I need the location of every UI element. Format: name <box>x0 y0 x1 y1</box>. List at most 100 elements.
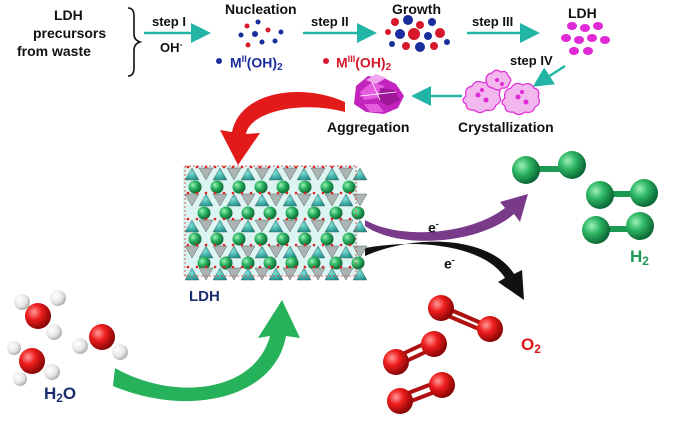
interlayer-anion <box>263 256 277 270</box>
oxygen-site <box>195 243 199 247</box>
precursors-label-line3: from waste <box>17 43 91 59</box>
interlayer-anion <box>276 232 290 246</box>
oxygen-site <box>321 243 325 247</box>
oxygen-site <box>258 265 262 269</box>
oxygen-site <box>213 265 217 269</box>
oxygen-site <box>330 265 334 269</box>
interlayer-anion <box>188 180 202 194</box>
oxygen-site <box>285 243 289 247</box>
octahedron <box>338 167 354 181</box>
interlayer-anion <box>210 232 224 246</box>
o2-molecule <box>428 295 503 342</box>
octahedron <box>184 167 200 181</box>
m3-hydroxide-label: MIII(OH)2 <box>336 54 392 73</box>
oxygen-site <box>258 217 262 221</box>
octahedron <box>310 167 326 181</box>
oxygen-site <box>213 217 217 221</box>
interlayer-anion <box>307 256 321 270</box>
oxygen-site <box>267 243 271 247</box>
octahedron <box>352 167 368 181</box>
oxygen-site <box>267 191 271 195</box>
interlayer-anion <box>329 206 343 220</box>
oxygen-site <box>330 243 334 247</box>
interlayer-anion <box>307 206 321 220</box>
precursors-label-line2: precursors <box>33 25 107 41</box>
oxygen-site <box>294 165 298 169</box>
octahedron <box>212 267 228 281</box>
octahedron <box>296 167 312 181</box>
oxygen-site <box>348 217 352 221</box>
oxygen-site <box>348 265 352 269</box>
oxygen-site <box>231 243 235 247</box>
octahedron <box>184 267 200 281</box>
octahedron <box>226 267 242 281</box>
oxygen-site <box>312 243 316 247</box>
oxygen-site <box>276 191 280 195</box>
nucleation-particles <box>238 19 284 48</box>
oxygen-site <box>186 191 190 195</box>
octahedron <box>352 245 368 259</box>
ldh-crystal-structure <box>183 165 368 281</box>
octahedron <box>268 193 284 207</box>
octahedron <box>296 193 312 207</box>
oxygen-site <box>348 191 352 195</box>
oxygen-site <box>276 217 280 221</box>
oxygen-site <box>231 191 235 195</box>
octahedron <box>352 267 368 281</box>
oxygen-site <box>258 191 262 195</box>
octahedron <box>212 219 228 233</box>
octahedron <box>240 193 256 207</box>
octahedron <box>226 245 242 259</box>
oxygen-site <box>321 217 325 221</box>
octahedron <box>268 267 284 281</box>
step-2-label: step II <box>311 14 349 29</box>
red-curved-arrow <box>220 92 345 165</box>
oxygen-site <box>258 243 262 247</box>
h2-molecule <box>512 151 586 184</box>
ldh-plates <box>561 22 610 55</box>
oxygen-site <box>222 265 226 269</box>
octahedron <box>254 245 270 259</box>
oxygen-site <box>303 217 307 221</box>
interlayer-anion <box>320 180 334 194</box>
oxygen-site <box>276 243 280 247</box>
oxygen-site <box>249 265 253 269</box>
octahedron <box>240 267 256 281</box>
oxygen-site <box>222 165 226 169</box>
o2-label: O2 <box>521 335 541 356</box>
octahedron <box>338 267 354 281</box>
growth-label: Growth <box>392 1 441 17</box>
interlayer-anion <box>232 180 246 194</box>
oxygen-site <box>231 217 235 221</box>
ldh-label: LDH <box>189 288 220 305</box>
octahedron <box>254 167 270 181</box>
oxygen-site <box>213 191 217 195</box>
octahedron <box>240 167 256 181</box>
octahedron <box>324 219 340 233</box>
interlayer-anion <box>276 180 290 194</box>
aggregation-label: Aggregation <box>327 119 410 135</box>
oxygen-site <box>312 265 316 269</box>
o2-molecule <box>383 331 447 375</box>
interlayer-anion <box>254 180 268 194</box>
oxygen-site <box>339 217 343 221</box>
oxygen-site <box>204 191 208 195</box>
oxygen-site <box>285 191 289 195</box>
octahedron <box>338 245 354 259</box>
octahedron <box>240 219 256 233</box>
interlayer-anion <box>197 206 211 220</box>
oxygen-site <box>285 217 289 221</box>
electron-label-2: e- <box>444 255 455 272</box>
octahedron <box>352 219 368 233</box>
oxygen-site <box>186 265 190 269</box>
oxygen-site <box>321 265 325 269</box>
oxygen-site <box>213 243 217 247</box>
oxygen-site <box>231 265 235 269</box>
oxygen-site <box>240 243 244 247</box>
octahedron <box>198 193 214 207</box>
oxygen-site <box>294 265 298 269</box>
h2-molecule <box>582 212 654 244</box>
crystal-cores <box>475 78 529 105</box>
octahedron <box>352 193 368 207</box>
